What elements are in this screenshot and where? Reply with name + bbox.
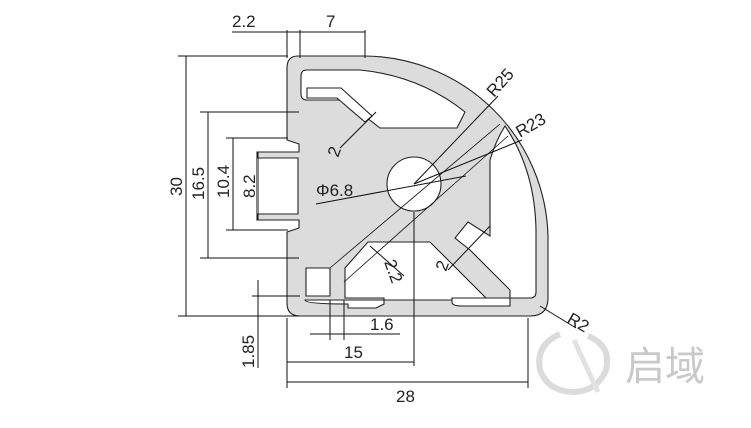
dim-15: 15 [344,343,363,362]
dim-7: 7 [326,12,335,31]
leader-2-right [447,225,491,271]
leader-r23 [413,139,523,185]
dim-r2: R2 [564,309,592,336]
watermark-logo [536,331,611,396]
dim-r25: R25 [483,65,518,101]
dim-10-4: 10.4 [214,165,233,198]
web-diagonal-1 [329,123,501,269]
leader-r2 [539,305,577,329]
bottom-slot [304,241,488,309]
watermark-text: 启域 [625,344,705,390]
upper-slot-lip [306,87,373,123]
dim-r23: R23 [513,109,550,141]
leader-2-2 [369,245,405,277]
leader-2-upper [339,111,377,149]
dim-30: 30 [167,177,186,196]
left-tslot [257,157,299,215]
dim-2-2-top: 2.2 [232,12,256,31]
upper-slot [300,69,466,129]
leader-hole [315,175,467,205]
leader-r25 [413,95,499,185]
dim-28: 28 [396,387,415,406]
dim-1-6: 1.6 [370,315,394,334]
dim-16-5: 16.5 [189,167,208,200]
dim-hole: Φ6.8 [316,181,353,200]
dim-8-2: 8.2 [240,174,259,198]
bottom-right-lip [451,297,511,307]
corner-pocket [305,267,331,297]
dim-1-85: 1.85 [239,335,258,368]
right-slot [454,125,537,299]
web-diagonal-2 [343,135,509,283]
